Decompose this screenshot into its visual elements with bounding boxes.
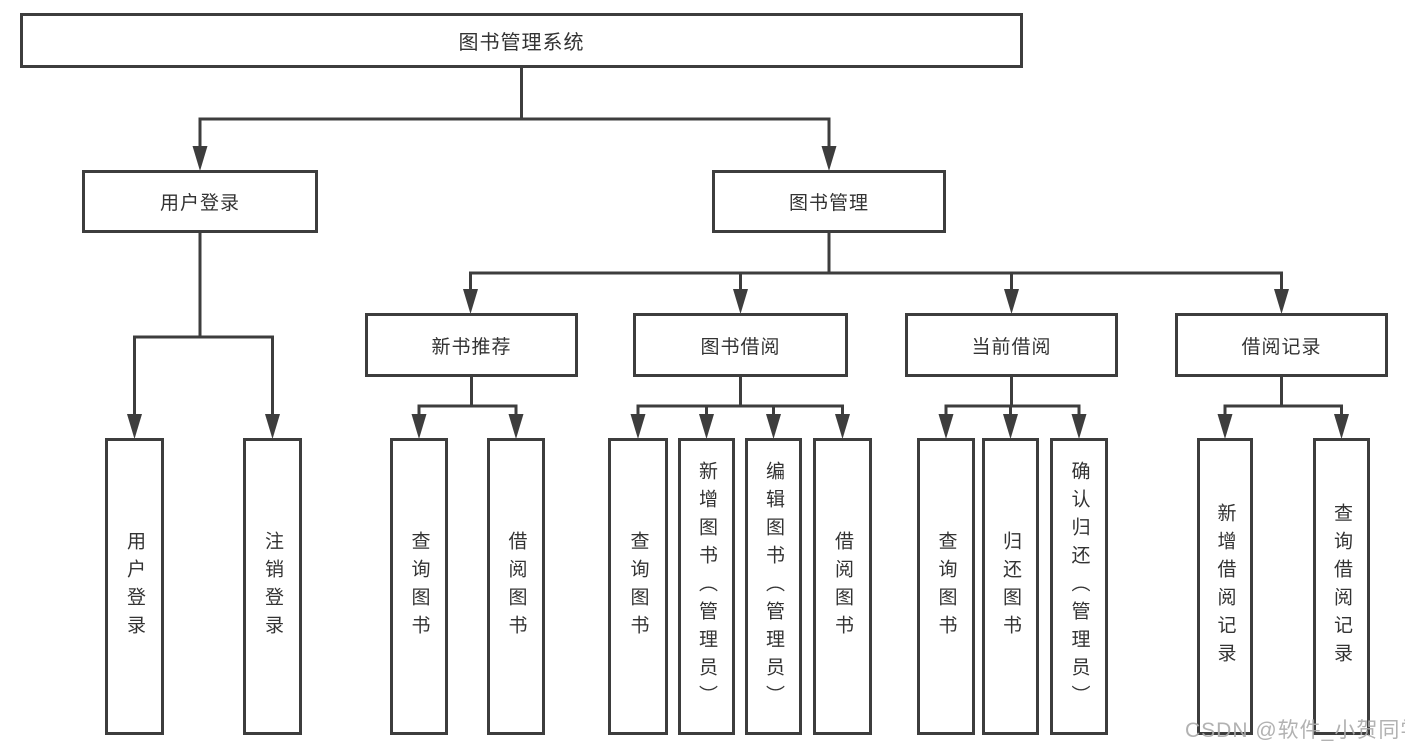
leaf-add-borrow-record-label: 新增借阅记录 [1214, 502, 1236, 671]
connector-recommend-to-leaves [417, 377, 518, 420]
node-book-borrow-label: 图书借阅 [700, 336, 781, 358]
node-borrow-records-label: 借阅记录 [1241, 336, 1322, 358]
node-book-management-label: 图书管理 [788, 193, 869, 214]
leaf-borrow-books-recommend-label: 借阅图书 [505, 530, 527, 643]
connector-borrow-to-leaves [636, 377, 844, 420]
node-book-management: 图书管理 [712, 170, 946, 233]
leaf-return-books: 归还图书 [982, 438, 1039, 735]
connector-management-to-level3 [469, 233, 1283, 295]
node-user-login-label: 用户登录 [159, 193, 240, 214]
leaf-logout-label: 注销登录 [262, 530, 283, 643]
connector-records-to-leaves [1223, 377, 1343, 420]
node-book-borrow: 图书借阅 [633, 313, 848, 377]
leaf-return-books-label: 归还图书 [1000, 530, 1021, 643]
leaf-query-books-borrow: 查询图书 [608, 438, 668, 735]
leaf-query-books-current: 查询图书 [917, 438, 975, 735]
leaf-edit-book-admin-label: 编辑图书（管理员） [763, 460, 784, 713]
arrowheads [127, 146, 1349, 439]
node-new-book-recommend: 新书推荐 [365, 313, 578, 377]
leaf-query-borrow-record: 查询借阅记录 [1313, 438, 1370, 735]
connector-login-to-leaves [133, 233, 274, 420]
connector-root-to-level2 [198, 68, 831, 150]
node-borrow-records: 借阅记录 [1175, 313, 1388, 377]
leaf-borrow-books-borrow-label: 借阅图书 [832, 530, 853, 643]
leaf-query-borrow-record-label: 查询借阅记录 [1331, 502, 1352, 671]
leaf-confirm-return-admin: 确认归还（管理员） [1050, 438, 1108, 735]
node-current-borrow: 当前借阅 [905, 313, 1118, 377]
leaf-logout: 注销登录 [243, 438, 302, 735]
leaf-borrow-books-borrow: 借阅图书 [813, 438, 872, 735]
csdn-watermark: CSDN @软件_小贺同学 [1185, 719, 1405, 742]
leaf-user-login: 用户登录 [105, 438, 164, 735]
leaf-query-books-recommend: 查询图书 [390, 438, 448, 735]
node-current-borrow-label: 当前借阅 [971, 336, 1052, 358]
connector-current-to-leaves [944, 377, 1081, 420]
leaf-add-book-admin-label: 新增图书（管理员） [696, 460, 717, 713]
node-library-system: 图书管理系统 [20, 13, 1023, 68]
node-user-login: 用户登录 [82, 170, 318, 233]
node-new-book-recommend-label: 新书推荐 [431, 336, 512, 358]
leaf-query-books-current-label: 查询图书 [935, 530, 957, 643]
leaf-borrow-books-recommend: 借阅图书 [487, 438, 545, 735]
leaf-edit-book-admin: 编辑图书（管理员） [745, 438, 802, 735]
leaf-confirm-return-admin-label: 确认归还（管理员） [1068, 460, 1090, 713]
leaf-add-book-admin: 新增图书（管理员） [678, 438, 735, 735]
leaf-user-login-label: 用户登录 [124, 530, 145, 643]
leaf-add-borrow-record: 新增借阅记录 [1197, 438, 1253, 735]
node-library-system-label: 图书管理系统 [458, 32, 585, 54]
leaf-query-books-borrow-label: 查询图书 [627, 530, 649, 643]
leaf-query-books-recommend-label: 查询图书 [408, 530, 430, 643]
